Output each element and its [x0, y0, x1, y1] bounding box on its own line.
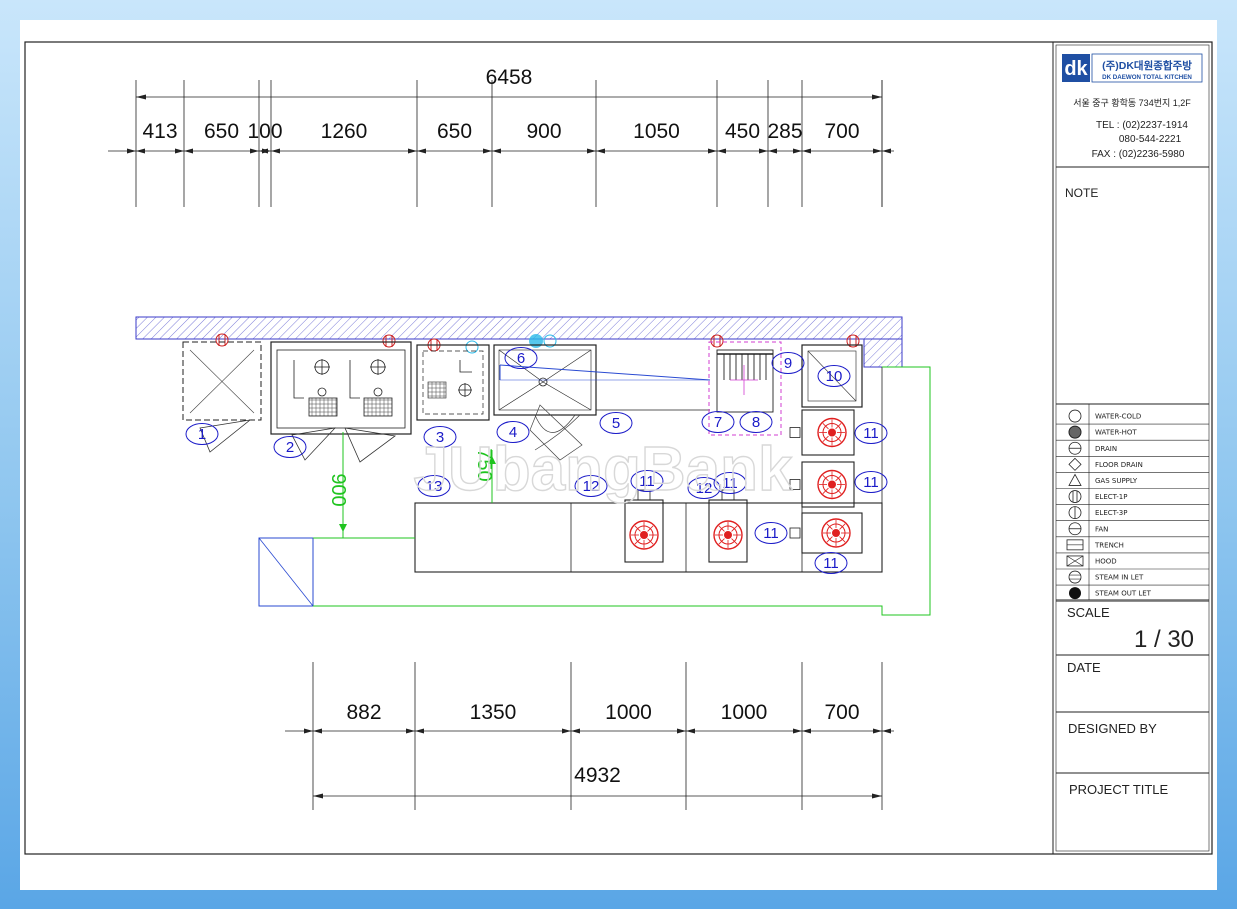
legend-label-elect-3p: ELECT-3P: [1095, 509, 1127, 517]
legend-label-fan: FAN: [1095, 525, 1108, 533]
callout-12: 12: [583, 478, 600, 495]
hood-icon: [1066, 555, 1084, 567]
callout-11: 11: [639, 473, 655, 490]
top-dim-6: 900: [526, 120, 561, 143]
bottom-dim-1: 882: [346, 701, 381, 724]
callout-4: 4: [509, 424, 517, 441]
top-dim-9: 285: [767, 120, 802, 143]
callout-12: 12: [696, 480, 713, 497]
legend-label-floor-drain: FLOOR DRAIN: [1095, 461, 1143, 469]
bottom-dim-2: 1350: [470, 701, 517, 724]
equipment-9-dish-unit: [708, 341, 782, 436]
side-dim-center: 750: [473, 448, 495, 481]
elect-3p-icon: [1068, 506, 1082, 520]
cad-drawing: dk (주)DK대원종합주방 DK DAEWON TOTAL KITCHEN 서…: [24, 41, 1213, 855]
steam-inlet-icon: [1068, 570, 1082, 584]
date-label: DATE: [1067, 660, 1101, 675]
top-dim-5: 650: [437, 120, 472, 143]
callout-8: 8: [752, 414, 760, 431]
trench-icon: [1066, 539, 1084, 551]
callout-5: 5: [612, 415, 620, 432]
legend-label-trench: TRENCH: [1094, 541, 1124, 549]
burner-unit-1: [801, 409, 855, 456]
company-address: 서울 중구 황학동 734번지 1,2F: [1073, 98, 1191, 108]
top-dim-4: 1260: [321, 120, 368, 143]
steam-outlet-icon: [1069, 587, 1081, 600]
callout-7: 7: [714, 414, 722, 431]
water-cold-icon: [1068, 409, 1082, 423]
legend-label-hood: HOOD: [1095, 557, 1117, 565]
logo-mark: dk: [1064, 58, 1088, 80]
equipment-2-range: [270, 341, 412, 435]
callout-11: 11: [763, 525, 779, 542]
callout-6: 6: [517, 350, 525, 367]
title-block-grid: [1056, 166, 1209, 774]
title-block-border: [1052, 41, 1213, 855]
symbol-legend: WATER-COLD WATER-HOT DRAIN FLOOR DRAIN GAS S…: [1056, 404, 1209, 602]
callout-11: 11: [863, 425, 879, 442]
legend-label-water-hot: WATER-HOT: [1095, 429, 1137, 437]
side-dim-left: 900: [327, 473, 349, 506]
top-dim-2: 650: [204, 120, 239, 143]
company-logo: dk (주)DK대원종합주방 DK DAEWON TOTAL KITCHEN: [1062, 53, 1203, 83]
top-dim-3: 100: [247, 120, 282, 143]
wall-return: [863, 338, 903, 368]
legend-label-water-cold: WATER-COLD: [1095, 413, 1141, 421]
company-tel: TEL : (02)2237-1914: [1096, 120, 1188, 131]
top-dim-10: 700: [824, 120, 859, 143]
floor-drain-icon: [1068, 457, 1082, 471]
drain-icon: [1068, 441, 1082, 455]
callout-2: 2: [286, 439, 294, 456]
legend-label-steam-outlet: STEAM OUT LET: [1095, 590, 1152, 598]
burner-unit-2: [801, 461, 855, 508]
company-mobile: 080-544-2221: [1119, 134, 1182, 145]
legend-label-steam-inlet: STEAM IN LET: [1095, 574, 1144, 582]
elect-1p-icon: [1068, 490, 1082, 503]
top-dim-total: 6458: [486, 66, 533, 89]
bottom-dim-4: 1000: [721, 701, 768, 724]
company-name-en: DK DAEWON TOTAL KITCHEN: [1102, 74, 1192, 81]
bottom-dim-total: 4932: [574, 764, 621, 787]
company-name-kr: (주)DK대원종합주방: [1102, 59, 1192, 72]
note-label: NOTE: [1065, 186, 1098, 200]
equipment-1-storage: [182, 341, 262, 421]
company-fax: FAX : (02)2236-5980: [1092, 149, 1185, 160]
bottom-dim-3: 1000: [605, 701, 652, 724]
top-dim-7: 1050: [633, 120, 680, 143]
project-title-label: PROJECT TITLE: [1069, 782, 1169, 797]
legend-label-elect-1p: ELECT-1P: [1095, 493, 1127, 501]
legend-label-gas-supply: GAS SUPPLY: [1095, 477, 1138, 485]
bottom-dimension-chain: 882 1350 1000 1000 700 4932: [285, 662, 894, 810]
callout-11: 11: [863, 474, 879, 491]
callout-3: 3: [436, 429, 444, 446]
top-dim-1: 413: [142, 120, 177, 143]
fan-icon: [1068, 522, 1082, 536]
top-dimension-chain: 413 650 100 1260 650 900 1050 450 285 700 6458: [108, 66, 894, 207]
callout-10: 10: [826, 368, 843, 385]
equipment-3-cooker: [416, 344, 490, 421]
legend-label-drain: DRAIN: [1095, 445, 1117, 453]
callout-11: 11: [823, 555, 839, 572]
designed-by-label: DESIGNED BY: [1068, 721, 1157, 736]
callout-11: 11: [722, 475, 738, 492]
side-unit: [258, 537, 314, 607]
water-hot-icon: [1068, 425, 1082, 439]
service-lines: [313, 366, 931, 616]
gas-supply-icon: [1068, 473, 1082, 486]
callout-1: 1: [198, 426, 206, 443]
callout-13: 13: [426, 478, 443, 495]
watermark: JUbangBank: [414, 435, 793, 504]
callout-9: 9: [784, 355, 792, 372]
bottom-dim-5: 700: [824, 701, 859, 724]
drawing-sheet: dk (주)DK대원종합주방 DK DAEWON TOTAL KITCHEN 서…: [20, 20, 1217, 890]
top-dim-8: 450: [725, 120, 760, 143]
equipment-10-fryer: [801, 344, 863, 408]
scale-value: 1 / 30: [1134, 626, 1194, 653]
burner-units: [624, 409, 863, 563]
back-wall: [135, 316, 903, 340]
scale-label: SCALE: [1067, 605, 1110, 620]
